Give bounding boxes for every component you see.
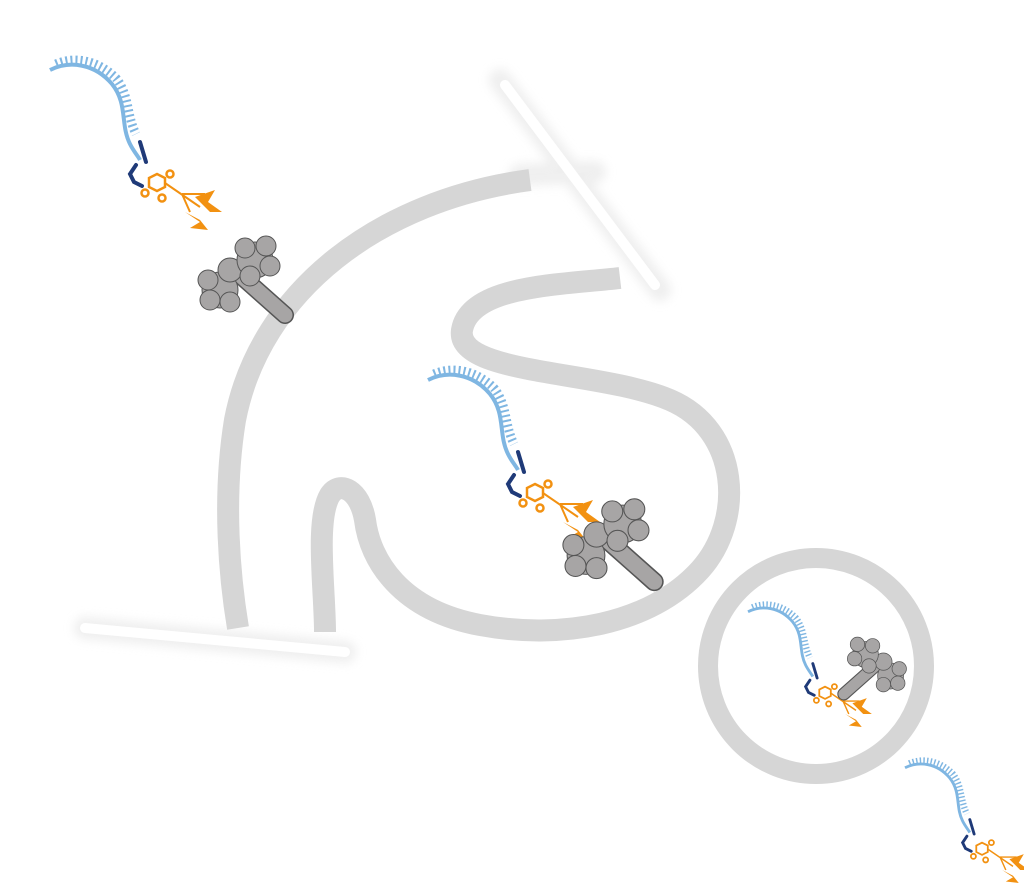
dna-payload-conjugate-1	[50, 60, 222, 230]
dna-payload-conjugate-2	[428, 370, 600, 540]
protein-3	[844, 637, 907, 694]
lysosome-membrane	[698, 548, 934, 784]
endosome-membrane	[310, 267, 741, 642]
outer-membrane-arc	[217, 169, 532, 630]
protein-2	[563, 499, 654, 582]
protein-1	[198, 236, 285, 315]
dna-payload-conjugate-4	[905, 761, 1024, 883]
